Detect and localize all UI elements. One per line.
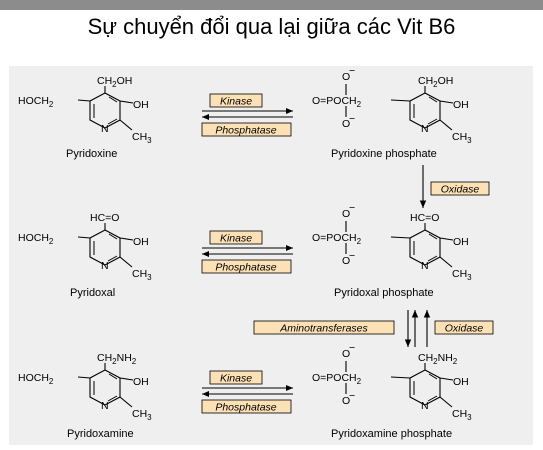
svg-text:O: O xyxy=(342,255,350,267)
svg-text:CH2OH: CH2OH xyxy=(418,75,453,89)
oxidase-step-1: Oxidase xyxy=(419,165,490,208)
svg-text:N: N xyxy=(101,400,109,412)
top-bar xyxy=(0,0,543,10)
svg-text:HOCH2: HOCH2 xyxy=(18,95,54,109)
svg-text:N: N xyxy=(421,123,429,135)
svg-text:Oxidase: Oxidase xyxy=(445,323,484,335)
pyridoxal-label: Pyridoxal xyxy=(70,287,115,299)
svg-text:OH: OH xyxy=(453,236,469,248)
svg-text:HC=O: HC=O xyxy=(410,212,439,224)
svg-text:N: N xyxy=(101,260,109,272)
svg-text:OH: OH xyxy=(133,376,149,388)
pyridoxine-label: Pyridoxine xyxy=(66,148,117,160)
svg-text:CH3: CH3 xyxy=(452,131,472,145)
svg-text:N: N xyxy=(421,260,429,272)
svg-text:OH: OH xyxy=(133,236,149,248)
pyridoxine-structure: HOCH2 CH2OH OH N CH3 Pyridoxine xyxy=(18,75,152,160)
pyridoxal-phosphate-label: Pyridoxal phosphate xyxy=(334,287,434,299)
svg-text:Phosphatase: Phosphatase xyxy=(215,262,276,274)
svg-text:OH: OH xyxy=(453,376,469,388)
svg-text:Kinase: Kinase xyxy=(220,373,252,385)
svg-text:−: − xyxy=(349,202,355,214)
svg-text:HOCH2: HOCH2 xyxy=(18,232,54,246)
pyridoxal-phosphate-structure: O − O=POCH2 O − HC=O OH N CH3 Pyridoxal … xyxy=(312,202,472,299)
svg-text:−: − xyxy=(349,113,355,125)
svg-text:N: N xyxy=(421,400,429,412)
svg-text:O: O xyxy=(342,395,350,407)
svg-text:CH2NH2: CH2NH2 xyxy=(418,352,458,366)
svg-text:CH3: CH3 xyxy=(132,268,152,282)
svg-text:OH: OH xyxy=(133,99,149,111)
svg-text:CH3: CH3 xyxy=(452,268,472,282)
svg-text:CH3: CH3 xyxy=(132,408,152,422)
pyridoxal-structure: HOCH2 HC=O OH N CH3 Pyridoxal xyxy=(18,212,152,299)
svg-text:CH3: CH3 xyxy=(132,131,152,145)
svg-text:CH2NH2: CH2NH2 xyxy=(97,352,137,366)
svg-text:Oxidase: Oxidase xyxy=(441,184,480,196)
svg-text:O=POCH2: O=POCH2 xyxy=(312,95,362,109)
svg-text:O=POCH2: O=POCH2 xyxy=(312,232,362,246)
svg-text:Phosphatase: Phosphatase xyxy=(215,125,276,137)
svg-text:Kinase: Kinase xyxy=(220,96,252,108)
svg-text:O: O xyxy=(342,208,350,220)
svg-text:HOCH2: HOCH2 xyxy=(18,372,54,386)
svg-text:N: N xyxy=(101,123,109,135)
kinase-phosphatase-row1: Kinase Phosphatase xyxy=(201,93,293,137)
svg-text:O: O xyxy=(342,118,350,130)
pyridoxamine-phosphate-label: Pyridoxamine phosphate xyxy=(331,428,452,440)
kinase-phosphatase-row2: Kinase Phosphatase xyxy=(201,230,293,274)
pyridoxamine-phosphate-structure: O − O=POCH2 O − CH2NH2 OH N CH3 Pyridoxa… xyxy=(312,342,472,440)
svg-text:O=POCH2: O=POCH2 xyxy=(312,372,362,386)
svg-text:O: O xyxy=(342,71,350,83)
pyridoxine-phosphate-structure: O − O=POCH2 O − CH2OH OH N CH3 Pyridoxin… xyxy=(312,65,472,160)
pyridoxine-phosphate-label: Pyridoxine phosphate xyxy=(331,148,437,160)
svg-text:−: − xyxy=(349,250,355,262)
svg-text:CH2OH: CH2OH xyxy=(97,75,132,89)
svg-text:Aminotransferases: Aminotransferases xyxy=(279,323,368,335)
pyridoxamine-label: Pyridoxamine xyxy=(67,428,134,440)
svg-text:Phosphatase: Phosphatase xyxy=(215,402,276,414)
svg-text:O: O xyxy=(342,348,350,360)
slide-title: Sự chuyển đổi qua lại giữa các Vit B6 xyxy=(87,14,456,39)
svg-text:OH: OH xyxy=(453,99,469,111)
pyridoxamine-structure: HOCH2 CH2NH2 OH N CH3 Pyridoxamine xyxy=(18,352,152,440)
kinase-phosphatase-row3: Kinase Phosphatase xyxy=(201,370,293,414)
svg-text:−: − xyxy=(349,65,355,77)
svg-text:−: − xyxy=(349,390,355,402)
svg-text:−: − xyxy=(349,342,355,354)
svg-text:Kinase: Kinase xyxy=(220,233,252,245)
svg-text:HC=O: HC=O xyxy=(90,212,119,224)
aminotransferase-oxidase-step: Aminotransferases Oxidase xyxy=(253,310,494,347)
svg-text:CH3: CH3 xyxy=(452,408,472,422)
